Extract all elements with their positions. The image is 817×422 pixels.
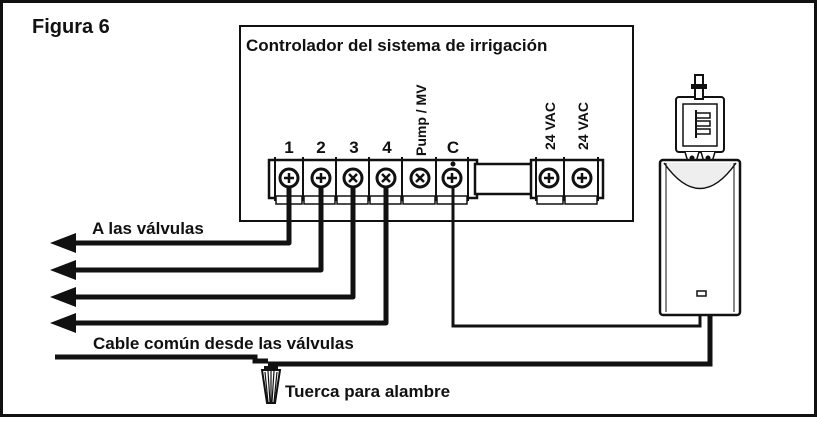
terminal-label-24vac-1: 24 VAC [542,102,558,150]
arrow-1-icon [50,233,76,253]
arrow-2-icon [50,260,76,280]
valve-wire-3 [72,188,356,300]
terminal-24vac-1-screw [538,167,560,189]
valve-wires [72,188,389,326]
common-valve-wire [55,354,268,364]
terminal-2-screw [310,167,332,189]
arrow-3-icon [50,287,76,307]
valve-wire-2 [72,188,324,273]
terminal-label-2: 2 [316,138,325,157]
terminal-pump-screw [409,167,431,189]
terminal-1-screw [278,167,300,189]
arrow-4-icon [50,313,76,333]
terminal-4-screw [375,167,397,189]
terminal-label-pump: Pump / MV [413,84,429,156]
transformer-return-wire [268,314,713,367]
terminal-label-3: 3 [349,138,358,157]
valve-wire-4 [72,188,389,326]
common-wire-label: Cable común desde las válvulas [93,334,354,353]
common-terminal-wire [451,186,702,328]
valve-wire-1 [72,188,292,246]
terminal-label-1: 1 [284,138,293,157]
valves-label: A las válvulas [92,219,204,238]
terminal-c-dot [450,161,456,167]
terminal-3-screw [342,167,364,189]
terminal-label-4: 4 [382,138,392,157]
terminal-24vac-2-screw [571,167,593,189]
wire-nut-label: Tuerca para alambre [285,382,450,401]
wire-nut-icon [260,366,282,404]
terminal-label-24vac-2: 24 VAC [575,102,591,150]
valve-arrowheads [50,233,76,333]
terminal-label-c: C [447,138,459,157]
transformer-icon [658,74,742,317]
figure-title: Figura 6 [32,16,110,38]
controller-title: Controlador del sistema de irrigación [246,36,547,55]
terminal-c-screw [441,167,463,189]
